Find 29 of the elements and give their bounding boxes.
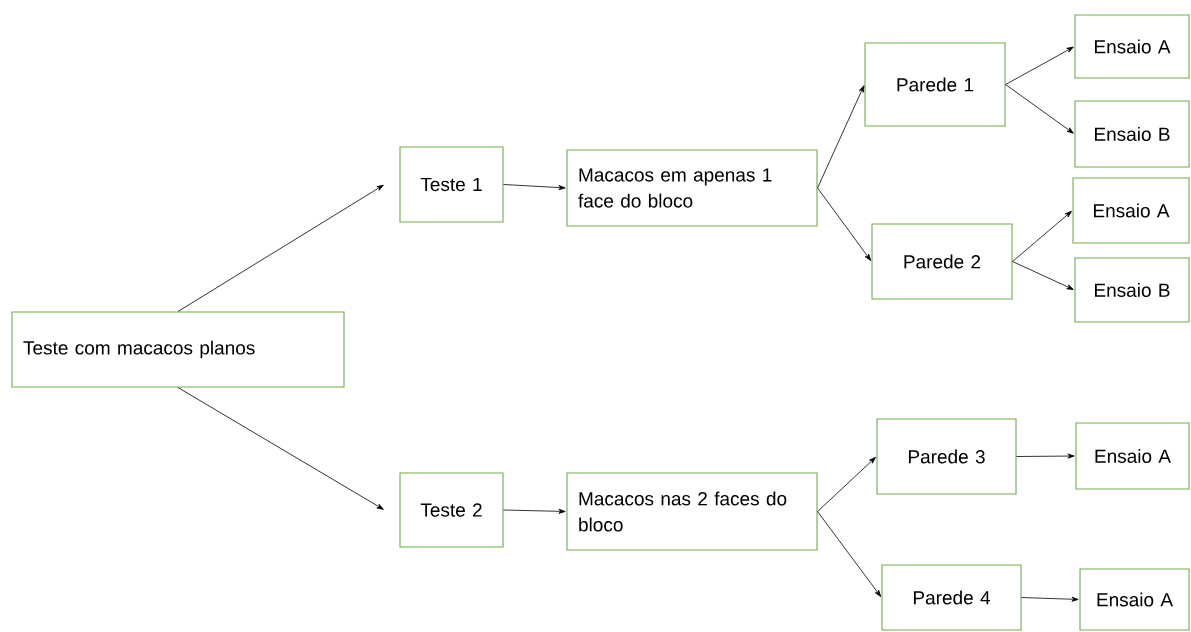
process-box: Ensaio A [1079,568,1190,631]
arrow [817,187,872,261]
arrow [1012,261,1074,290]
arrow [1016,453,1075,459]
process-box: Parede 2 [871,223,1013,300]
process-box: Ensaio B [1074,257,1190,323]
process-box: Macacos em apenas 1 face do bloco [566,149,818,227]
arrow [817,85,865,189]
process-box: Macacos nas 2 faces do bloco [566,472,818,551]
arrow [503,184,566,191]
process-box: Teste com macacos planos [11,311,345,388]
process-box: Ensaio A [1074,14,1190,79]
process-box: Teste 1 [399,146,504,223]
process-box: Ensaio A [1075,422,1190,490]
arrow [177,387,384,510]
arrow [1005,46,1074,85]
process-box: Parede 1 [864,42,1006,127]
arrow [817,456,876,512]
arrow [1005,84,1074,134]
process-box: Parede 4 [881,564,1022,631]
arrow [1012,210,1072,262]
arrow [503,508,566,514]
arrow [177,184,384,312]
arrow [1021,596,1079,602]
process-box: Parede 3 [876,418,1017,495]
arrow [817,511,882,597]
process-box: Teste 2 [399,472,504,548]
process-box: Ensaio B [1074,100,1190,168]
process-box: Ensaio A [1072,177,1190,244]
